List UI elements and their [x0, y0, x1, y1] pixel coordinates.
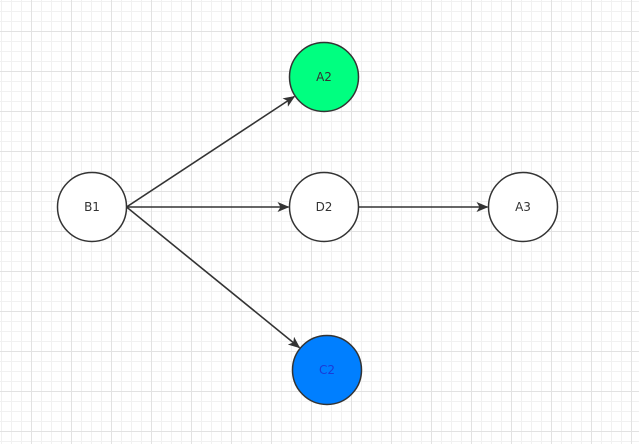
- node-a2-shape: [288, 41, 360, 113]
- node-a3-label: A3: [515, 200, 531, 214]
- node-a2[interactable]: A2: [288, 41, 360, 113]
- node-d2-label: D2: [316, 200, 333, 214]
- edges-layer: [125, 95, 489, 349]
- node-b1-shape: [56, 171, 128, 243]
- edge-b1-c2[interactable]: [125, 206, 301, 349]
- nodes-layer: B1 A2 D2 A3 C2: [56, 41, 559, 406]
- edge-b1-a2[interactable]: [126, 95, 296, 208]
- node-a3-shape: [487, 171, 559, 243]
- node-c2-label: C2: [319, 363, 335, 377]
- node-c2-shape: [291, 334, 363, 406]
- node-d2-shape: [288, 171, 360, 243]
- node-b1[interactable]: B1: [56, 171, 128, 243]
- node-a3[interactable]: A3: [487, 171, 559, 243]
- node-b1-label: B1: [84, 200, 100, 214]
- node-a2-label: A2: [316, 70, 332, 84]
- node-d2[interactable]: D2: [288, 171, 360, 243]
- node-c2[interactable]: C2: [291, 334, 363, 406]
